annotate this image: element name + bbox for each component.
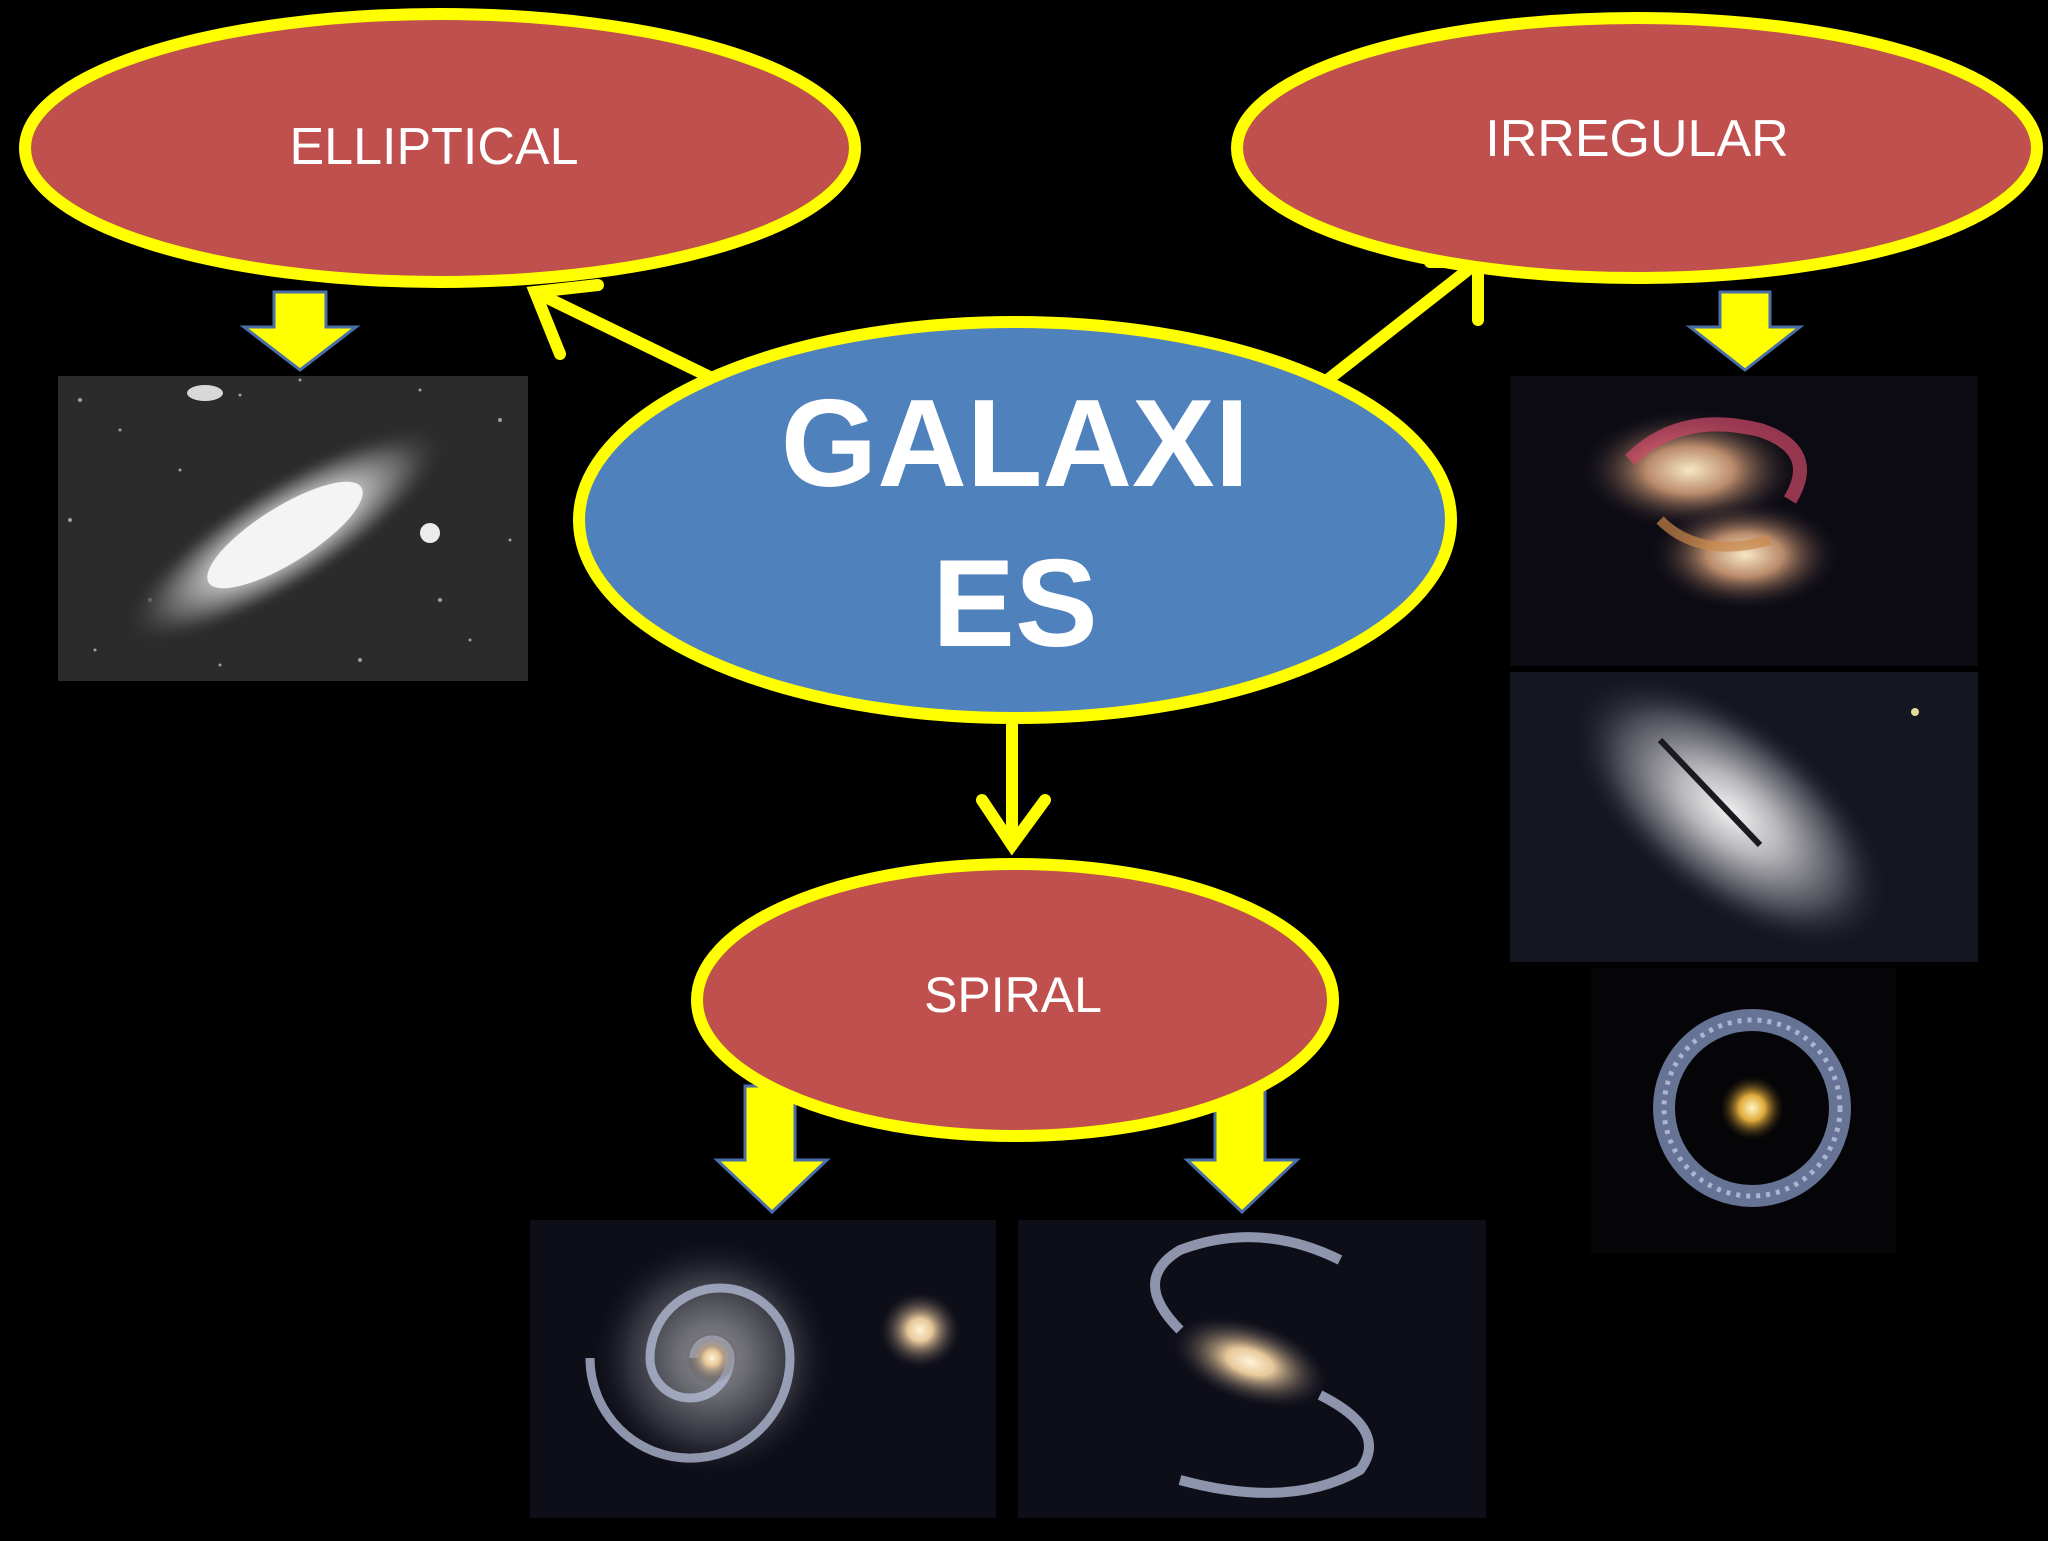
node-spiral-label: SPIRAL — [924, 967, 1102, 1023]
node-elliptical: ELLIPTICAL — [19, 8, 861, 288]
connector-to-spiral — [976, 716, 1051, 856]
node-elliptical-label: ELLIPTICAL — [289, 118, 578, 176]
node-irregular-label: IRREGULAR — [1485, 110, 1788, 168]
down-arrow-elliptical — [239, 290, 361, 372]
connector-to-elliptical — [526, 279, 718, 384]
node-center-galaxies: GALAXI ES — [573, 316, 1457, 724]
node-irregular: IRREGULAR — [1231, 12, 2043, 284]
node-spiral: SPIRAL — [691, 858, 1339, 1142]
spiral-galaxy-image-whirlpool — [530, 1220, 996, 1518]
irregular-galaxy-image-antennae — [1510, 376, 1978, 666]
down-arrow-irregular — [1685, 290, 1805, 372]
down-arrow-spiral-right — [1183, 1084, 1301, 1215]
irregular-galaxy-image-edge-on — [1510, 672, 1978, 962]
center-label-line1: GALAXI — [781, 375, 1249, 513]
elliptical-galaxy-image — [58, 376, 528, 681]
irregular-galaxy-image-ring — [1590, 968, 1896, 1253]
connector-to-irregular — [1324, 256, 1484, 384]
center-label-line2: ES — [932, 535, 1097, 673]
spiral-galaxy-image-barred — [1018, 1220, 1486, 1518]
